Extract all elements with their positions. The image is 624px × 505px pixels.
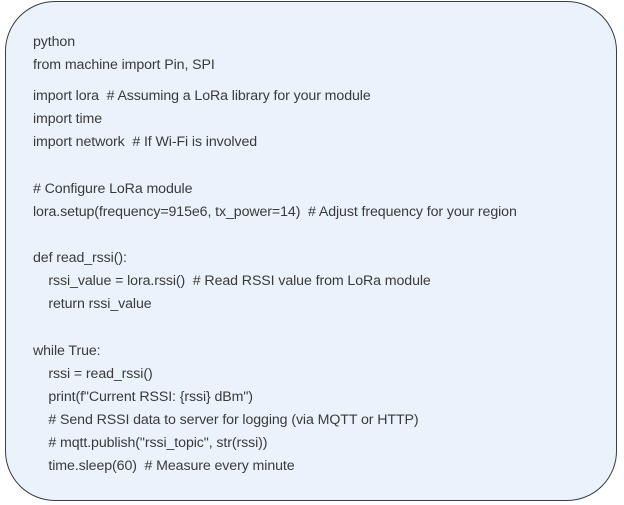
code-line-12: rssi = read_rssi()	[33, 366, 153, 382]
code-line-7: lora.setup(frequency=915e6, tx_power=14)…	[33, 204, 517, 220]
code-line-4: import time	[33, 111, 103, 127]
code-line-16: time.sleep(60) # Measure every minute	[33, 458, 295, 474]
code-line-10: return rssi_value	[33, 296, 152, 312]
code-line-6: # Configure LoRa module	[33, 181, 193, 197]
code-line-14: # Send RSSI data to server for logging (…	[33, 412, 419, 428]
code-box	[5, 1, 617, 501]
code-line-13: print(f"Current RSSI: {rssi} dBm")	[33, 389, 253, 405]
code-line-2: from machine import Pin, SPI	[33, 57, 215, 73]
code-line-15: # mqtt.publish("rssi_topic", str(rssi))	[33, 435, 268, 451]
code-line-9: rssi_value = lora.rssi() # Read RSSI val…	[33, 273, 431, 289]
code-line-1: python	[33, 34, 75, 50]
code-line-11: while True:	[33, 343, 101, 359]
code-line-3: import lora # Assuming a LoRa library fo…	[33, 88, 371, 104]
code-line-8: def read_rssi():	[33, 250, 127, 266]
code-line-5: import network # If Wi-Fi is involved	[33, 134, 258, 150]
